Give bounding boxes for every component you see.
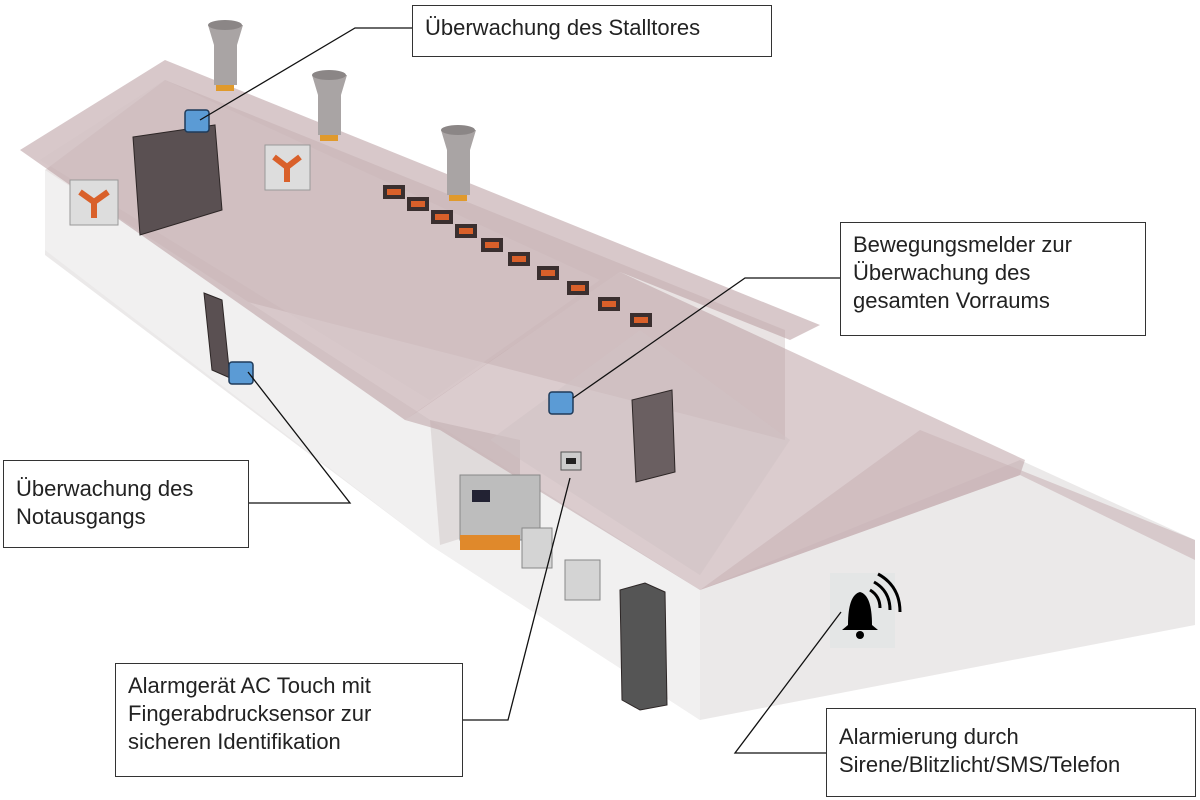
gate-sensor-icon [184,109,210,133]
leader-lines [199,27,842,754]
callout-alarmgeraet: Alarmgerät AC Touch mit Fingerabdrucksen… [115,663,463,777]
control-cabinet [459,474,541,550]
leader-line-bewegungsmelder [572,277,840,399]
leader-line-alarmgeraet [463,477,571,721]
callout-text: gesamten Vorraums [853,288,1050,313]
leader-line-stalltor [199,27,412,121]
leader-line-notausgang [247,371,352,504]
bell-icon [830,572,902,648]
wall-fan-1 [69,179,119,226]
annex-inner-door [631,389,676,483]
ac-touch-alarm-device [560,451,582,471]
callout-text: Bewegungsmelder zur [853,232,1072,257]
callout-text: Alarmgerät AC Touch mit [128,673,371,698]
callout-text: Überwachung des [853,260,1031,285]
junction-box-1 [521,527,553,569]
ventilation-chimneys [208,20,476,201]
callout-stalltor: Überwachung des Stalltores [412,5,772,57]
exit-sensor-icon [228,361,254,385]
callout-text: Sirene/Blitzlicht/SMS/Telefon [839,752,1121,777]
annex-front-door [619,582,668,711]
callout-text: sicheren Identifikation [128,729,341,754]
junction-box-2 [564,559,601,601]
wall-fan-2 [264,144,311,191]
callout-notausgang: Überwachung des Notausgangs [3,460,249,548]
callout-text: Notausgangs [16,504,146,529]
callout-bewegungsmelder: Bewegungsmelder zur Überwachung des gesa… [840,222,1146,336]
callout-text: Fingerabdrucksensor zur [128,701,372,726]
motion-sensor-icon [548,391,574,415]
callout-alarmierung: Alarmierung durch Sirene/Blitzlicht/SMS/… [826,708,1196,797]
radiant-heaters [383,185,652,327]
barn-front-wall [45,170,1195,720]
callout-text: Überwachung des Stalltores [425,15,701,40]
leader-line-alarmierung [733,611,842,754]
callout-text: Alarmierung durch [839,724,1019,749]
callout-text: Überwachung des [16,476,194,501]
annex-roof-gable [700,430,1195,590]
